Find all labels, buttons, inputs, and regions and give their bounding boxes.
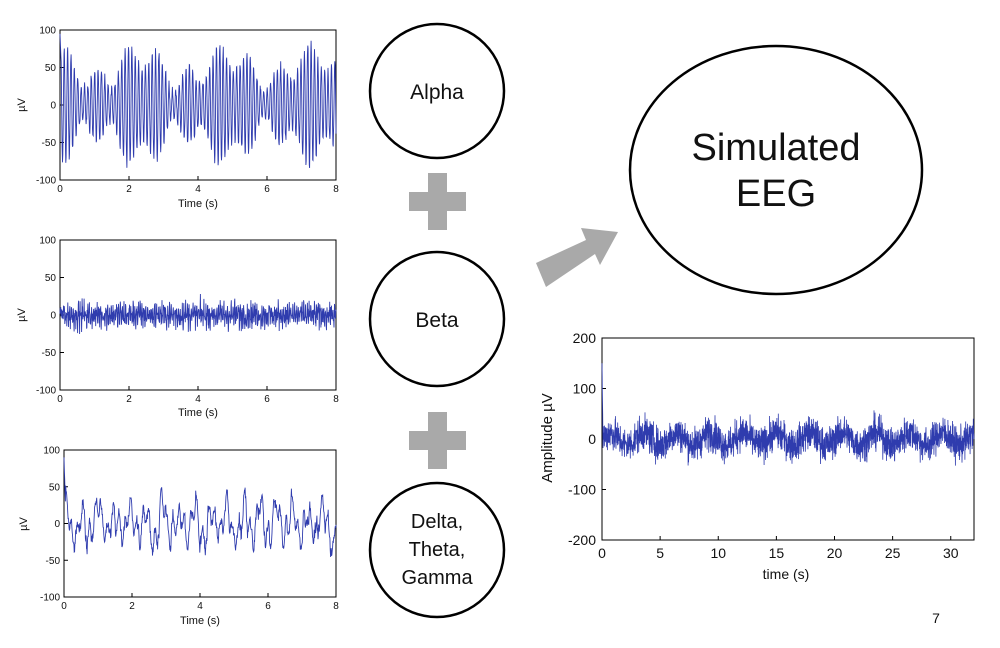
y-tick-label: 0 [588,431,596,447]
arrow-right-icon [536,228,618,287]
y-tick-label: -200 [568,532,596,548]
delta-theta-gamma-circle: Delta, Theta, Gamma [368,481,506,619]
x-ticks: 0 2 4 6 8 [57,176,339,195]
x-tick-label: 2 [126,394,132,405]
x-tick-label: 5 [656,545,664,561]
y-axis-label: µV [16,308,28,322]
alpha-chart: µV Time (s) 100 50 0 -50 -100 0 2 4 6 8 [16,26,339,211]
y-tick-label: 0 [50,101,56,112]
eeg-label: EEG [736,173,816,215]
x-tick-label: 6 [265,601,271,612]
y-tick-label: -50 [46,556,61,567]
y-tick-label: 50 [49,482,61,493]
x-tick-label: 2 [126,184,132,195]
y-tick-label: -100 [40,593,60,604]
y-tick-label: 100 [573,380,597,396]
x-tick-label: 4 [195,394,201,405]
x-tick-label: 0 [57,394,63,405]
x-tick-label: 30 [943,545,959,561]
y-tick-label: 50 [45,273,57,284]
y-tick-label: 0 [50,311,56,322]
x-tick-label: 6 [264,394,270,405]
x-axis-label: Time (s) [178,407,218,419]
plot-frame [63,449,337,598]
y-tick-label: -100 [36,386,56,397]
y-axis-label: µV [16,98,28,112]
alpha-label: Alpha [410,81,464,104]
delta-theta-gamma-circle-shape [368,481,506,619]
alpha-signal-trace [59,33,337,169]
x-tick-label: 8 [333,184,339,195]
x-tick-label: 4 [195,184,201,195]
plot-frame [59,29,337,181]
page-number: 7 [932,610,940,626]
x-tick-label: 25 [885,545,901,561]
gamma-label: Gamma [401,567,473,589]
y-tick-label: -100 [36,176,56,187]
theta-label: Theta, [409,539,466,561]
x-tick-label: 0 [61,601,67,612]
plus-icon [409,412,466,469]
x-tick-label: 20 [827,545,843,561]
x-tick-label: 0 [57,184,63,195]
plus-icon-vertical [428,412,447,469]
y-tick-label: 0 [54,519,60,530]
x-tick-label: 2 [129,601,135,612]
x-tick-label: 15 [769,545,785,561]
beta-chart: µV Time (s) 100 50 0 -50 -100 0 2 4 6 8 [16,236,339,420]
y-ticks: 200 100 0 -100 -200 [568,330,606,548]
beta-signal-trace [59,293,337,335]
simulated-label: Simulated [692,127,861,169]
y-axis-label: µV [18,517,30,531]
delta-label: Delta, [411,511,463,533]
x-tick-label: 6 [264,184,270,195]
y-tick-label: -50 [42,348,57,359]
simulated-eeg-chart: Amplitude µV time (s) 200 100 0 -100 -200 0 5… [539,330,975,582]
y-tick-label: 50 [45,63,57,74]
delta-theta-gamma-signal-trace [63,457,337,558]
delta-theta-gamma-chart: µV Time (s) 100 50 0 -50 -100 0 2 4 6 8 [18,446,339,628]
arrow-shape [536,228,618,287]
y-tick-label: -50 [42,138,57,149]
alpha-circle: Alpha [368,22,506,160]
x-ticks: 0 2 4 6 8 [57,386,339,405]
x-tick-label: 4 [197,601,203,612]
y-tick-label: 100 [39,26,56,37]
x-axis-label: Time (s) [178,198,218,210]
y-tick-label: 100 [39,236,56,247]
y-tick-label: 100 [43,446,60,457]
alpha-circle-shape [368,22,506,160]
beta-circle-shape [368,250,506,388]
y-tick-label: -100 [568,481,596,497]
x-tick-label: 10 [710,545,726,561]
plus-icon-vertical [428,173,447,230]
x-ticks: 0 2 4 6 8 [61,593,339,612]
x-tick-label: 8 [333,601,339,612]
x-axis-label: Time (s) [180,615,220,627]
y-tick-label: 200 [573,330,597,346]
simulated-eeg-circle: Simulated EEG [628,44,924,296]
x-tick-label: 8 [333,394,339,405]
y-axis-label: Amplitude µV [539,393,556,483]
simulated-eeg-signal-trace [601,363,975,466]
x-ticks: 0 5 10 15 20 25 30 [598,536,959,561]
x-tick-label: 0 [598,545,606,561]
plus-icon [409,173,466,230]
beta-label: Beta [415,309,459,332]
beta-circle: Beta [368,250,506,388]
simulated-eeg-circle-shape [628,44,924,296]
x-axis-label: time (s) [763,566,810,582]
